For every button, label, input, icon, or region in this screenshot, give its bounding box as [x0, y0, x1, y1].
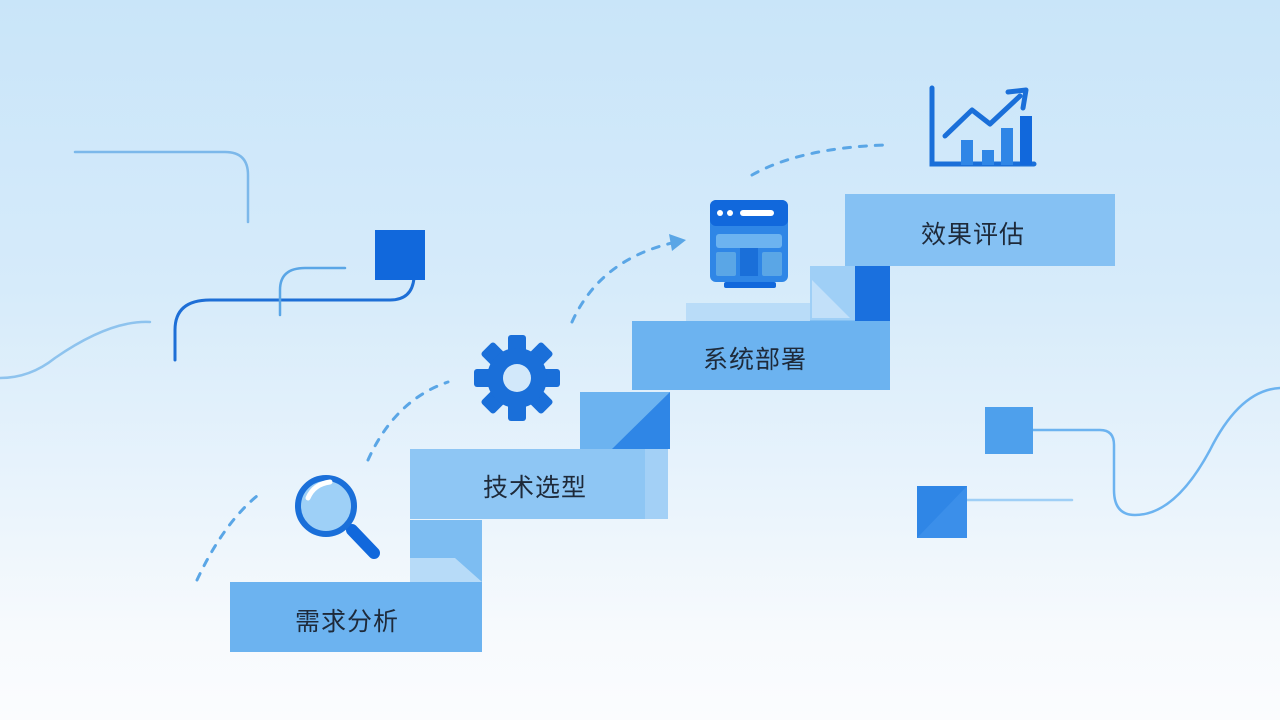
step-4-block: [845, 194, 1115, 266]
gear-icon: [474, 335, 560, 421]
decorative-lines-left: [0, 150, 416, 380]
step-2-label: 技术选型: [483, 473, 588, 502]
step-3-label: 系统部署: [703, 345, 808, 374]
step-1-block: [230, 582, 482, 652]
decor-square-light: [985, 407, 1033, 454]
step-4-label: 效果评估: [921, 220, 1026, 249]
dashed-arrowhead: [669, 234, 686, 251]
dashed-progress-path: [195, 143, 887, 582]
decorative-lines-right: [965, 386, 1280, 517]
step-3-block: [632, 321, 890, 390]
bar-chart-trend-icon: [929, 85, 1037, 167]
staircase: [230, 194, 1115, 652]
monitor-icon: [710, 200, 788, 288]
decor-square-blue: [375, 230, 425, 280]
step-1-label: 需求分析: [295, 607, 400, 636]
step-2-block: [410, 449, 668, 519]
magnifier-icon: [295, 475, 380, 559]
